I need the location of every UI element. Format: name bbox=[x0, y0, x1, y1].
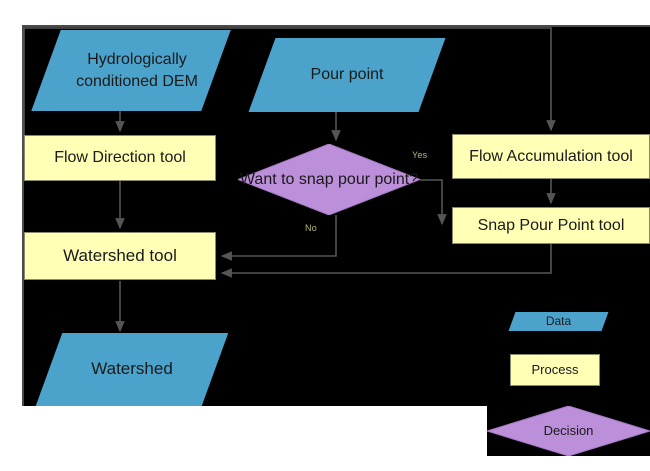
legend-label-data: Data bbox=[545, 314, 572, 329]
legend-decision-diamond-shape bbox=[487, 406, 650, 456]
node-watershed-output[interactable]: Watershed bbox=[35, 333, 229, 406]
legend-label-process: Process bbox=[531, 362, 579, 378]
node-label-want-to-snap-pour-point: Want to snap pour point? bbox=[239, 170, 419, 188]
node-label-flow-accumulation-tool: Flow Accumulation tool bbox=[469, 147, 633, 165]
node-snap-pour-point-tool[interactable]: Snap Pour Point tool bbox=[452, 207, 650, 244]
node-flow-accumulation-tool[interactable]: Flow Accumulation tool bbox=[452, 134, 650, 179]
legend-item-process: Process bbox=[510, 354, 600, 386]
node-pour-point[interactable]: Pour point bbox=[248, 38, 446, 112]
node-label-snap-pour-point-tool: Snap Pour Point tool bbox=[477, 216, 625, 234]
node-label-flow-direction-tool: Flow Direction tool bbox=[54, 149, 186, 167]
node-want-to-snap-pour-point[interactable]: Want to snap pour point? bbox=[238, 144, 420, 215]
node-label-watershed-tool: Watershed tool bbox=[63, 245, 177, 265]
legend-item-data: Data bbox=[508, 312, 609, 331]
legend-label-decision: Decision bbox=[543, 423, 594, 439]
node-label-pour-point: Pour point bbox=[310, 66, 384, 84]
node-flow-direction-tool[interactable]: Flow Direction tool bbox=[24, 135, 216, 181]
edge-label-no: No bbox=[305, 223, 317, 233]
node-watershed-tool[interactable]: Watershed tool bbox=[24, 232, 216, 280]
node-label-watershed-output: Watershed bbox=[91, 359, 173, 379]
edge-label-yes: Yes bbox=[412, 150, 428, 160]
legend-item-decision: Decision bbox=[487, 406, 650, 456]
node-label-hydrologically-conditioned-dem: Hydrologically conditioned DEM bbox=[76, 51, 198, 90]
decision-diamond-shape bbox=[238, 144, 420, 215]
node-hydrologically-conditioned-dem[interactable]: Hydrologically conditioned DEM bbox=[31, 30, 231, 111]
